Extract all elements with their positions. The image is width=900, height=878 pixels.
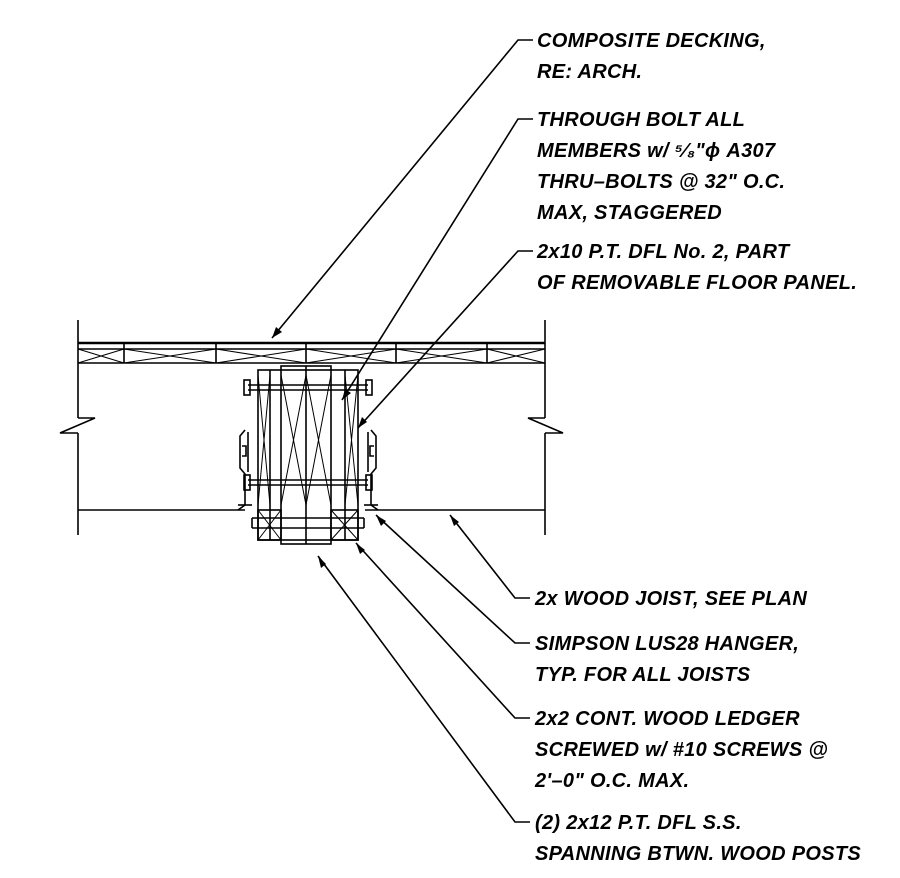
callout-wood-joist: 2x WOOD JOIST, SEE PLAN [534,588,807,610]
callout-line: RE: ARCH. [537,61,642,83]
beam-assembly [251,365,365,545]
callout-line: 2'–0" O.C. MAX. [534,770,689,792]
callout-composite-decking: COMPOSITE DECKING, RE: ARCH. [537,30,766,83]
callout-line: 2x2 CONT. WOOD LEDGER [534,708,800,730]
callout-line: MAX, STAGGERED [537,202,722,224]
callout-line: THROUGH BOLT ALL [537,109,745,131]
callout-line: SIMPSON LUS28 HANGER, [535,633,799,655]
callout-simpson-hanger: SIMPSON LUS28 HANGER, TYP. FOR ALL JOIST… [535,633,799,686]
callout-2x12-members: (2) 2x12 P.T. DFL S.S. SPANNING BTWN. WO… [535,812,861,865]
wood-joist-right [365,320,564,535]
callout-line: COMPOSITE DECKING, [537,30,766,52]
callout-line: (2) 2x12 P.T. DFL S.S. [535,812,742,834]
leader-lines [271,39,533,823]
callout-line: THRU–BOLTS @ 32" O.C. [537,171,785,193]
callout-line: MEMBERS w/ ⁵⁄₈"ϕ A307 [537,140,776,162]
callout-line: SCREWED w/ #10 SCREWS @ [535,739,828,761]
callout-line: TYP. FOR ALL JOISTS [535,664,751,686]
structure-geometry [59,320,564,545]
callout-line: 2x WOOD JOIST, SEE PLAN [534,588,807,610]
callout-removable-floor-panel: 2x10 P.T. DFL No. 2, PART OF REMOVABLE F… [536,241,857,294]
callout-line: 2x10 P.T. DFL No. 2, PART [536,241,791,263]
callout-line: OF REMOVABLE FLOOR PANEL. [537,272,857,294]
callout-through-bolt: THROUGH BOLT ALL MEMBERS w/ ⁵⁄₈"ϕ A307 T… [537,109,785,224]
composite-decking-boards [77,343,546,364]
callout-line: SPANNING BTWN. WOOD POSTS [535,843,861,865]
wood-joist-left [59,320,245,535]
callout-wood-ledger: 2x2 CONT. WOOD LEDGER SCREWED w/ #10 SCR… [534,708,828,792]
joist-hangers [237,429,379,511]
